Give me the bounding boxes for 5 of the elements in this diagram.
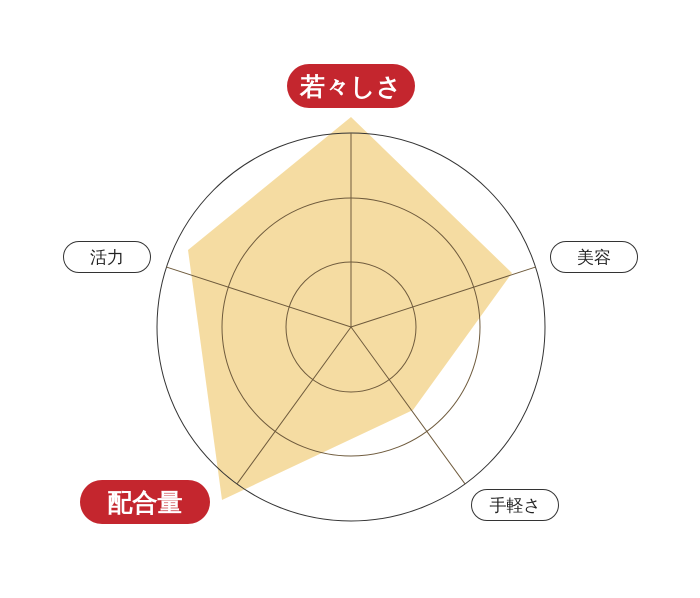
axis-label: 美容 xyxy=(550,241,638,273)
axis-label: 若々しさ xyxy=(287,64,415,108)
axis-label: 活力 xyxy=(63,241,151,273)
axis-label: 配合量 xyxy=(80,480,210,524)
axis-label: 手軽さ xyxy=(471,489,559,521)
